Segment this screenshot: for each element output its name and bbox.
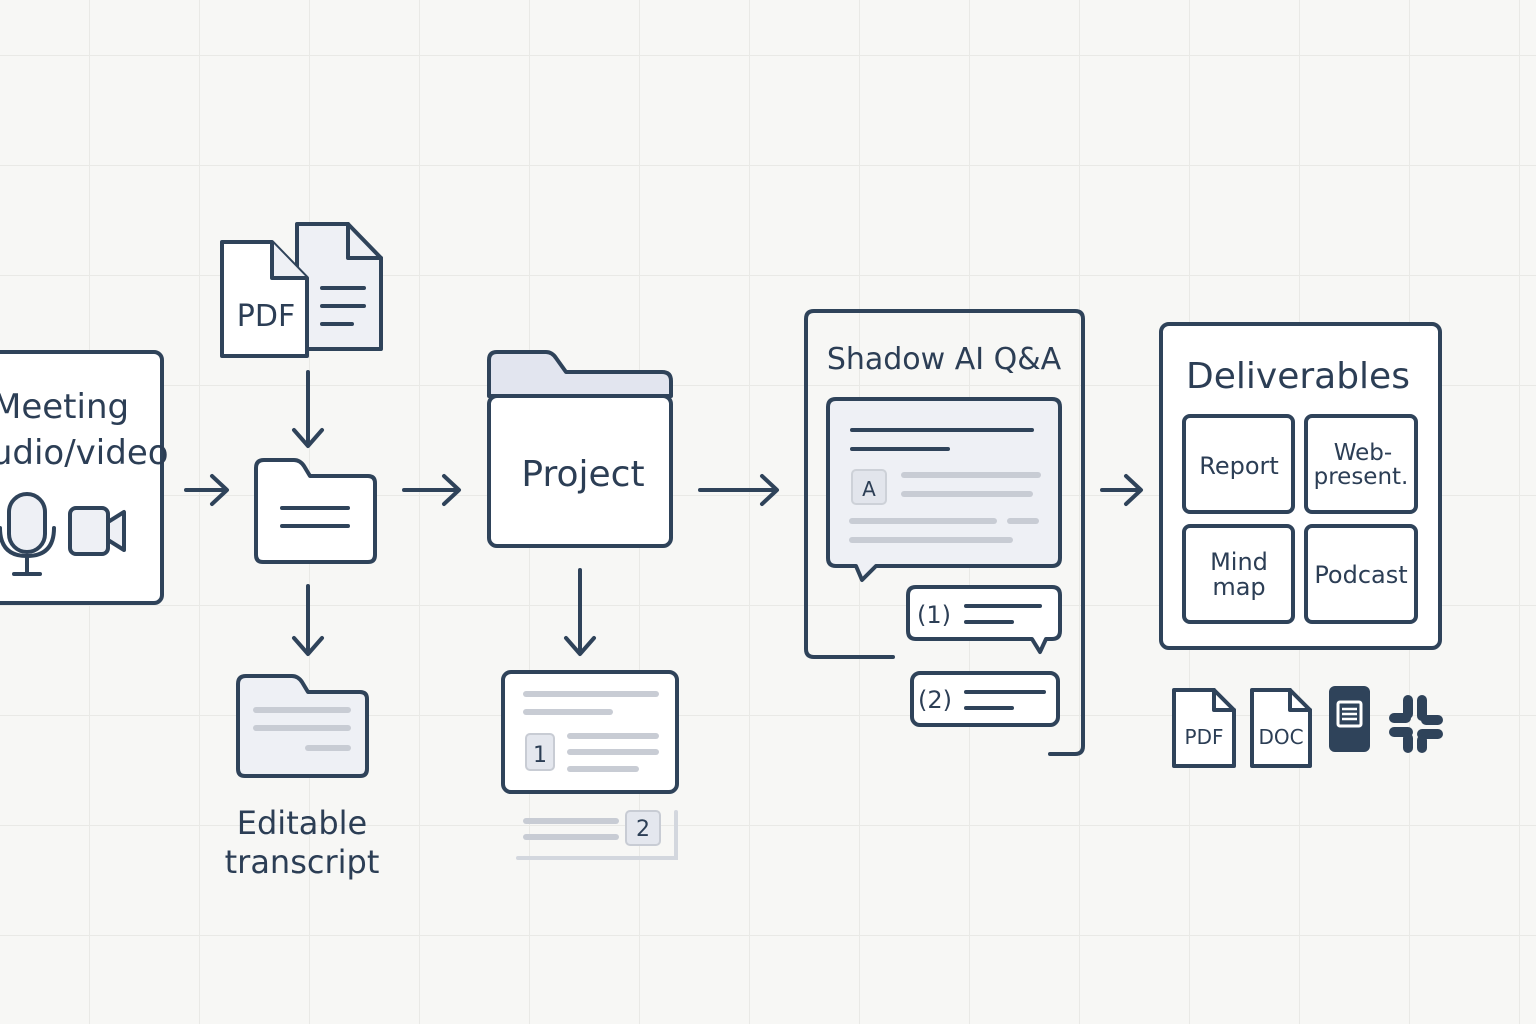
text-document-icon [295, 222, 383, 351]
tile-mind-map: Mind map [1182, 524, 1295, 624]
reference-bubble-1: (1) [906, 585, 1062, 654]
project-folder-tab [487, 350, 673, 398]
answer-badge-label: A [862, 477, 876, 501]
deliverables-title: Deliverables [1186, 356, 1410, 397]
arrow-ingest-to-project [402, 474, 461, 506]
arrow-ingest-to-transcript [292, 584, 324, 656]
tile-web-presentation: Web- present. [1304, 414, 1418, 514]
tile-podcast: Podcast [1304, 524, 1418, 624]
pdf-label: PDF [237, 299, 295, 334]
tile-web-line1: Web- [1334, 440, 1392, 466]
doc-file-icon: DOC [1250, 688, 1312, 768]
tile-report-label: Report [1199, 452, 1279, 480]
ingest-folder-icon [254, 458, 377, 564]
citation-badge-1 [525, 733, 555, 771]
reference-label-2: (2) [918, 686, 952, 714]
answer-badge [851, 469, 887, 505]
arrow-project-to-qa [698, 474, 779, 506]
tile-web-line2: present. [1314, 464, 1409, 490]
transcript-folder-icon [236, 674, 369, 778]
citation-number-2: 2 [636, 817, 650, 842]
arrow-docs-to-ingest [292, 370, 324, 448]
project-node: Project [487, 350, 673, 548]
deliverables-node: Deliverables Report Web- present. Mind m… [1159, 322, 1443, 768]
project-label: Project [521, 454, 644, 495]
export-pdf-label: PDF [1185, 725, 1224, 749]
meeting-node: Meeting audio/video [0, 350, 169, 605]
transcript-node: Editable transcript [225, 674, 380, 881]
slack-icon [1389, 695, 1443, 753]
transcript-sublabel: transcript [225, 843, 380, 881]
arrow-meeting-to-ingest [184, 474, 229, 506]
citation-badge-2 [625, 810, 661, 846]
citation-card-2: 2 [516, 810, 678, 860]
tile-mind-line2: map [1212, 573, 1265, 601]
citation-card-1: 1 [501, 670, 679, 794]
video-camera-icon [68, 506, 126, 556]
transcript-label: Editable [237, 804, 367, 842]
source-documents: PDF [220, 222, 383, 358]
google-docs-icon [1329, 686, 1370, 752]
pdf-document-icon: PDF [220, 240, 309, 358]
citation-number-1: 1 [533, 743, 547, 768]
tile-report: Report [1182, 414, 1295, 514]
meeting-label: Meeting [0, 387, 129, 427]
export-doc-label: DOC [1258, 725, 1303, 749]
pdf-file-icon: PDF [1172, 688, 1236, 768]
qa-panel-frame [804, 309, 1085, 756]
qa-title: Shadow AI Q&A [827, 342, 1062, 377]
reference-label-1: (1) [917, 601, 951, 629]
tile-mind-line1: Mind [1210, 548, 1268, 576]
arrow-project-to-citations [564, 568, 596, 656]
project-folder-body [487, 394, 673, 548]
arrow-qa-to-deliverables [1100, 474, 1143, 506]
answer-bubble: A [826, 397, 1062, 582]
tile-podcast-label: Podcast [1314, 561, 1407, 589]
qa-node: Shadow AI Q&A A (1) (2) [804, 309, 1085, 756]
reference-bubble-2: (2) [910, 671, 1060, 727]
microphone-icon [0, 492, 56, 576]
meeting-sublabel: audio/video [0, 433, 169, 473]
